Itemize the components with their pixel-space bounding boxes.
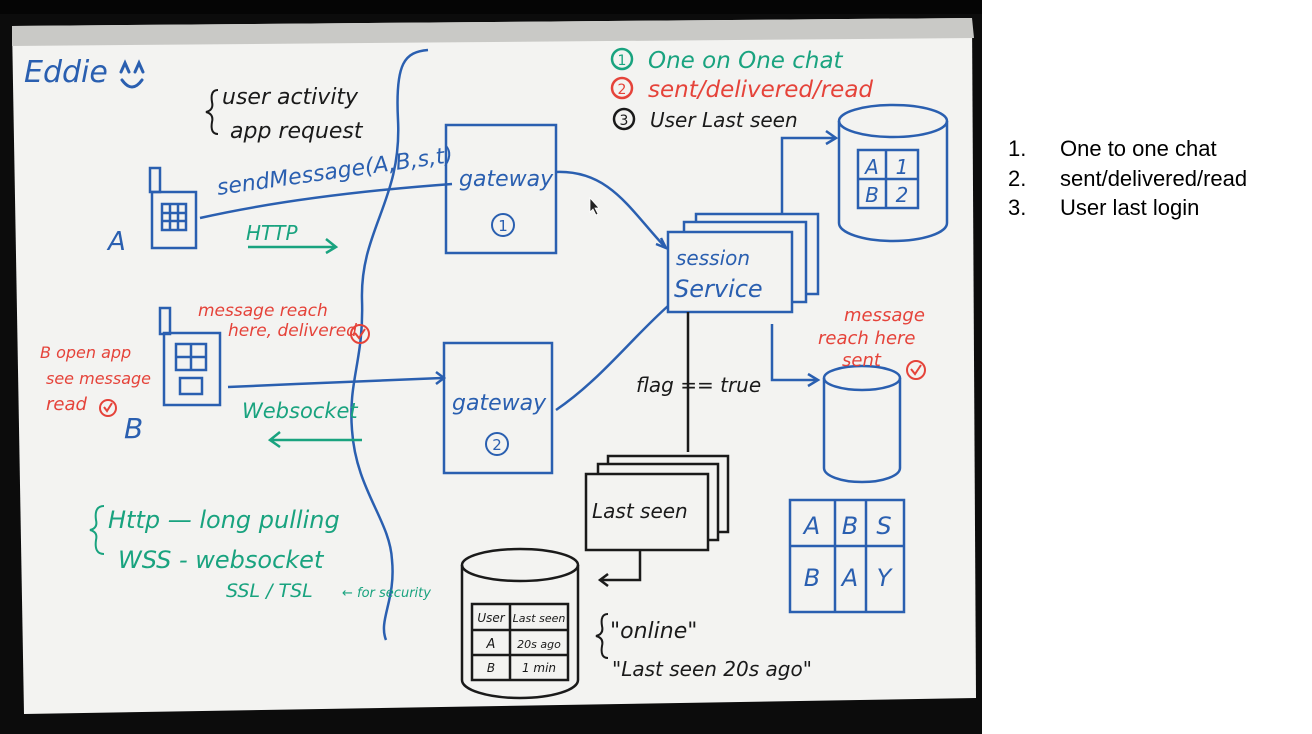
db-arrow-head-icon — [825, 129, 839, 146]
websocket-arrow-icon — [267, 431, 362, 449]
session-db — [837, 103, 949, 243]
gateway-1-label: gateway — [459, 167, 554, 192]
gateway-1: gateway 1 — [444, 123, 558, 255]
status-brace — [595, 613, 609, 659]
flag-label: flag == true — [636, 373, 761, 397]
last-seen-arrow-head-icon — [597, 573, 609, 587]
legend-item-3: User Last seen — [650, 108, 798, 132]
divider-line — [350, 48, 429, 641]
message-db — [822, 364, 902, 484]
check-circle-icon — [99, 399, 117, 417]
status-online: "online" — [610, 619, 697, 644]
message-db-arrow-head-icon — [807, 372, 821, 388]
legend: 1 One on One chat 2 sent/delivered/read … — [610, 47, 873, 132]
message-table-cell: B — [804, 564, 820, 592]
notes-item: 3. User last login — [1008, 193, 1247, 223]
notes-list: 1. One to one chat 2. sent/delivered/rea… — [1008, 134, 1247, 223]
protocol-brace — [89, 505, 105, 555]
session-table-cell: A — [863, 155, 879, 179]
request-note-2: app request — [230, 119, 364, 144]
message-table-cell: A — [840, 564, 858, 592]
status-last-seen: "Last seen 20s ago" — [612, 657, 812, 681]
session-arrow-head-icon — [655, 237, 669, 251]
delivered-note-2: here, delivered — [228, 321, 357, 341]
message-table-cell: Y — [877, 564, 894, 592]
gateway-2-number: 2 — [492, 436, 502, 454]
session-table-cell: 1 — [896, 155, 909, 179]
notes-item: 2. sent/delivered/read — [1008, 164, 1247, 194]
session-table-cell: B — [865, 183, 879, 207]
last-seen-service: Last seen — [584, 454, 730, 552]
smiley-icon — [119, 59, 145, 89]
read-note-1: B open app — [40, 343, 131, 362]
http-arrow-icon — [248, 238, 339, 255]
notes-item-number: 1. — [1008, 136, 1027, 161]
last-seen-db — [460, 547, 580, 700]
session-service-label-1: session — [676, 246, 750, 270]
whiteboard-diagram: Eddie 1 One on One chat 2 sent/delivered… — [0, 0, 982, 734]
ssl-label: SSL / TSL — [226, 580, 313, 602]
session-service: session Service — [666, 212, 820, 314]
last-seen-table-cell: B — [487, 661, 495, 675]
session-to-message-db-line — [770, 324, 816, 382]
last-seen-table-header: Last seen — [513, 612, 566, 625]
notes-panel: 1. One to one chat 2. sent/delivered/rea… — [982, 0, 1312, 734]
notes-item: 1. One to one chat — [1008, 134, 1247, 164]
ssl-note: ← for security — [342, 586, 431, 601]
client-b-label: B — [124, 412, 143, 445]
notes-item-number: 2. — [1008, 165, 1027, 191]
a-to-gateway-line — [199, 182, 453, 220]
mouse-cursor-icon — [589, 196, 600, 216]
protocol-wss: WSS - websocket — [118, 546, 325, 574]
notes-item-text: User last login — [1060, 195, 1200, 220]
legend-marker-2: 2 — [618, 82, 627, 98]
last-seen-table-cell: A — [486, 637, 496, 652]
sent-note-1: message — [844, 305, 925, 326]
message-table-cell: A — [802, 512, 820, 540]
last-seen-to-db-line — [602, 550, 642, 582]
session-service-label-2: Service — [674, 275, 763, 303]
last-seen-label: Last seen — [592, 499, 688, 523]
client-a-label: A — [106, 227, 126, 257]
notes-item-text: sent/delivered/read — [1060, 165, 1248, 191]
request-note-1: user activity — [222, 85, 359, 110]
request-brace — [205, 89, 219, 135]
session-to-db-line — [780, 136, 834, 214]
gateway-2: gateway 2 — [442, 341, 554, 475]
gateway-1-number: 1 — [498, 217, 508, 235]
message-table-cell: S — [876, 512, 891, 540]
legend-item-1: One on One chat — [648, 48, 844, 74]
gateway1-to-session-line — [555, 170, 667, 249]
check-circle-icon — [350, 324, 370, 344]
legend-marker-3: 3 — [620, 113, 629, 129]
b-to-gateway-line — [227, 376, 443, 389]
session-table-cell: 2 — [896, 183, 909, 207]
protocol-http: Http — long pulling — [108, 506, 340, 534]
sent-note-2: reach here — [818, 328, 916, 349]
whiteboard: Eddie 1 One on One chat 2 sent/delivered… — [0, 0, 982, 734]
phone-a-icon — [148, 166, 198, 250]
last-seen-table-cell: 20s ago — [517, 638, 561, 651]
phone-b-icon — [158, 306, 222, 407]
message-table — [788, 498, 906, 614]
notes-item-text: One to one chat — [1060, 136, 1217, 161]
notes-item-number: 3. — [1008, 195, 1027, 220]
message-table-cell: B — [842, 512, 858, 540]
websocket-label: Websocket — [242, 399, 358, 423]
legend-item-2: sent/delivered/read — [648, 77, 873, 103]
read-note-3: read — [46, 394, 88, 415]
last-seen-table-cell: 1 min — [522, 661, 556, 675]
check-circle-icon — [906, 360, 926, 380]
last-seen-table-header: User — [477, 611, 505, 625]
legend-marker-1: 1 — [618, 53, 627, 69]
gateway-2-label: gateway — [452, 391, 547, 416]
delivered-note-1: message reach — [198, 301, 328, 321]
gateway2-to-session-line — [555, 305, 669, 412]
http-label: HTTP — [246, 221, 298, 245]
sent-note-3: sent — [842, 350, 882, 371]
read-note-2: see message — [46, 369, 151, 388]
author-name: Eddie — [24, 55, 108, 90]
